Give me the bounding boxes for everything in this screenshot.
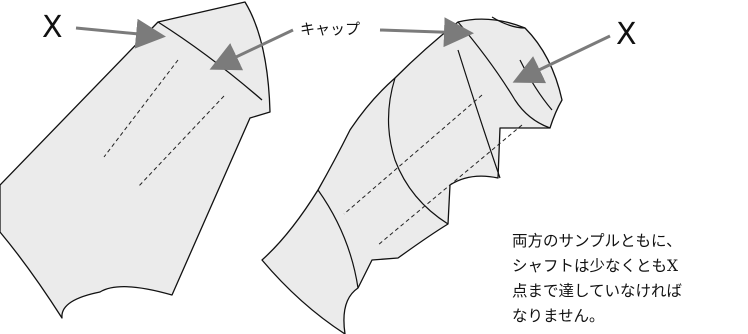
right-dashed-line-1	[343, 94, 483, 215]
right-band-2	[491, 16, 526, 29]
arrow-x-right	[512, 34, 611, 84]
pointer-arrows	[75, 17, 611, 84]
left-dashed-line-1	[103, 59, 179, 158]
note-line-1: 両方のサンプルともに、	[512, 232, 682, 250]
note-line-2: シャフトは少なくともX	[512, 257, 679, 275]
right-band-1	[457, 21, 551, 129]
right-sample	[261, 16, 563, 334]
left-sample-body	[0, 1, 271, 319]
note-text: 両方のサンプルともに、 シャフトは少なくともX 点まで達していなければ なりませ…	[512, 229, 748, 329]
right-band-4	[387, 77, 449, 225]
note-line-4: なりません。	[512, 307, 605, 325]
arrow-x-left	[75, 18, 166, 49]
arrow-cap-left	[209, 28, 294, 71]
right-band-3	[457, 49, 501, 179]
label-x-left: X	[42, 10, 63, 45]
label-x-right: X	[616, 17, 637, 52]
left-sample	[0, 1, 271, 319]
right-dashed-line-2	[377, 124, 523, 246]
note-line-3: 点まで達していなければ	[512, 282, 683, 300]
label-cap: キャップ	[300, 20, 361, 38]
arrow-cap-right	[379, 17, 474, 48]
right-sample-body	[261, 18, 563, 334]
right-band-5	[317, 189, 359, 289]
